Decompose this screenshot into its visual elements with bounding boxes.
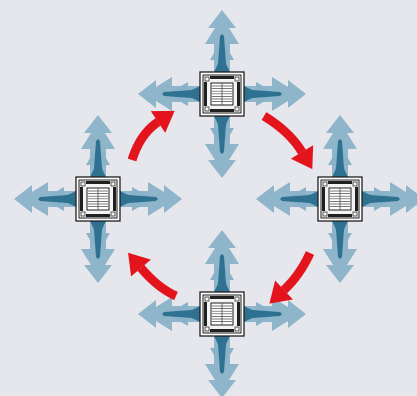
airflow-arrow-top-up (205, 10, 239, 76)
airflow-arrow-top-down (205, 112, 239, 178)
airflow-arrow-bottom-up (205, 230, 239, 296)
ceiling-cassette-unit-left-icon (75, 176, 121, 222)
airflow-arrow-bottom-left (138, 297, 204, 331)
airflow-group-top (138, 10, 306, 178)
airflow-arrow-right-left (256, 182, 322, 216)
ceiling-cassette-unit-bottom-icon (199, 291, 245, 337)
airflow-arrow-bottom-down (205, 332, 239, 396)
rotation-arrows-layer (127, 110, 315, 304)
rotation-arrow-bottom-to-left (128, 252, 178, 301)
airflow-arrow-right-right (358, 182, 417, 216)
ceiling-cassette-unit-right-icon (317, 176, 363, 222)
airflow-arrow-left-right (116, 182, 182, 216)
rotation-arrow-right-to-bottom (269, 251, 315, 304)
airflow-group-right (256, 115, 417, 283)
units-layer (75, 71, 363, 337)
airflow-group-left (14, 115, 182, 283)
airflow-arrow-top-left (138, 77, 204, 111)
airflow-arrow-left-up (81, 115, 115, 181)
airflow-arrow-left-left (14, 182, 80, 216)
ceiling-cassette-unit-top-icon (199, 71, 245, 117)
rotation-arrow-top-to-right (261, 112, 314, 170)
airflow-arrow-left-down (81, 217, 115, 283)
rotation-arrow-left-to-top (127, 110, 175, 162)
airflow-layer (14, 10, 417, 396)
airflow-arrow-right-up (323, 115, 357, 181)
airflow-arrow-top-right (240, 77, 306, 111)
airflow-group-bottom (138, 230, 306, 396)
airflow-arrow-right-down (323, 217, 357, 283)
airflow-arrow-bottom-right (240, 297, 306, 331)
